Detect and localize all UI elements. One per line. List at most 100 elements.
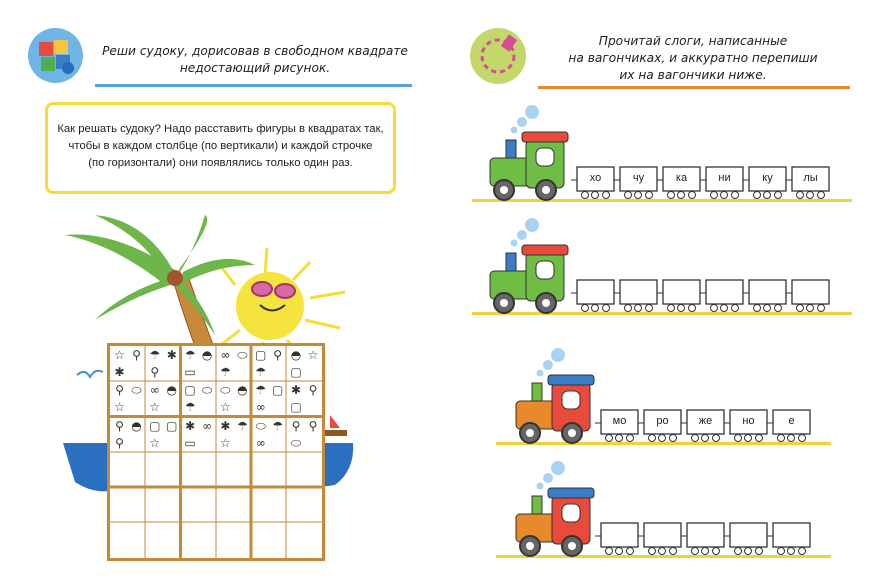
goggles-icon: ∞ — [220, 348, 231, 362]
palm-icon: ✱ — [166, 348, 177, 362]
wagon-syllable: лы — [803, 172, 818, 184]
sudoku-cell: ✱ ⚲ ▢ — [287, 381, 321, 415]
sudoku-cell: ▢ ▢ ☆ — [145, 417, 179, 451]
star-icon: ☆ — [149, 400, 161, 415]
sailboat-icon — [325, 415, 347, 436]
info-line-2: чтобы в каждом столбце (по вертикали) и … — [68, 140, 373, 152]
wagon-syllable: ни — [718, 172, 731, 184]
shell-icon: ◓ — [131, 418, 142, 433]
sudoku-info-box: Как решать судоку? Надо расставить фигур… — [45, 102, 396, 194]
bag-icon: ▢ — [255, 348, 267, 362]
star-icon: ☆ — [114, 348, 125, 362]
umbrella-icon: ☂ — [272, 418, 284, 433]
sandal-icon: ⬭ — [237, 348, 248, 362]
sudoku-cell: ☂ ✱ ⚲ — [145, 346, 179, 380]
sandal-icon: ⬭ — [201, 383, 213, 398]
sudoku-cell: ∞ ◓ ☆ — [145, 381, 179, 415]
sudoku-cell: ✱ ∞ ▭ — [181, 417, 215, 451]
glass-icon: ⚲ — [291, 418, 301, 433]
sudoku-cell: ▢ ⬭ ☂ — [181, 381, 215, 415]
right-title-line-3: их на вагончики ниже. — [619, 68, 767, 82]
glass-icon: ⚲ — [308, 383, 318, 398]
sun-face-icon — [251, 281, 296, 312]
goggles-icon: ∞ — [255, 400, 266, 415]
wagon-syllable: мо — [612, 415, 627, 427]
seagull-icon — [76, 369, 104, 380]
sudoku-cell: ⬭ ☂ ∞ — [251, 417, 285, 451]
glass-icon: ⚲ — [115, 435, 124, 450]
shell-icon: ◓ — [237, 383, 248, 398]
shell-icon: ◓ — [166, 383, 178, 398]
palm-icon: ✱ — [114, 365, 125, 379]
bag-icon: ▢ — [290, 400, 302, 415]
bag-icon: ▢ — [149, 418, 161, 433]
beach-scene — [63, 215, 354, 492]
wagon-syllable: хо — [589, 172, 602, 184]
sandal-icon: ⬭ — [220, 383, 231, 398]
cart-icon: ▭ — [184, 365, 196, 379]
glass-icon: ⚲ — [132, 348, 141, 362]
umbrella-icon: ☂ — [220, 365, 231, 379]
bag-icon: ▢ — [184, 383, 196, 398]
umbrella-icon: ☂ — [184, 348, 196, 362]
sudoku-cell: ▢ ⚲ ☂ — [251, 346, 285, 380]
sudoku-cell: ☆ ⚲ ✱ — [110, 346, 144, 380]
wagon-syllable: ка — [675, 172, 688, 184]
left-title-rule — [95, 84, 412, 87]
sudoku-cell: ⬭ ◓ ☆ — [216, 381, 250, 415]
palm-icon: ✱ — [185, 418, 196, 433]
umbrella-icon: ☂ — [237, 418, 248, 433]
shell-icon: ◓ — [290, 348, 302, 362]
sudoku-grid: ☆⚲✱☂✱⚲☂◓▭∞⬭☂▢⚲☂◓☆▢⚲⬭☆∞◓☆▢⬭☂⬭◓☆☂▢∞✱⚲▢⚲◓⚲▢… — [107, 343, 325, 561]
wagon-syllable: же — [698, 415, 713, 427]
goggles-icon: ∞ — [149, 383, 160, 398]
sandal-icon: ⬭ — [255, 418, 266, 433]
sudoku-cell: ◓ ☆ ▢ — [287, 346, 321, 380]
right-title-rule — [538, 86, 850, 89]
goggles-icon: ∞ — [255, 435, 266, 450]
umbrella-icon: ☂ — [149, 348, 161, 362]
shell-icon: ◓ — [201, 348, 213, 362]
bag-icon: ▢ — [290, 365, 302, 379]
sudoku-cell: ☂ ◓ ▭ — [181, 346, 215, 380]
palm-icon: ✱ — [220, 418, 231, 433]
sudoku-cell: ☂▢∞ — [251, 381, 285, 415]
sudoku-cell: ⚲⚲⬭ — [287, 417, 321, 451]
wagon-syllable: ро — [656, 415, 669, 427]
goggles-icon: ∞ — [202, 418, 213, 433]
glass-icon: ⚲ — [115, 418, 124, 433]
umbrella-icon: ☂ — [184, 400, 196, 415]
left-title-line-2: недостающий рисунок. — [179, 61, 331, 75]
sandal-icon: ⬭ — [131, 383, 142, 398]
right-pencil-icon — [470, 28, 526, 84]
star-icon: ☆ — [220, 400, 231, 415]
glass-icon: ⚲ — [150, 365, 160, 379]
sudoku-cell: ✱ ☂ ☆ — [216, 417, 250, 451]
umbrella-icon: ☂ — [255, 365, 267, 379]
wagon-syllable: но — [742, 415, 755, 427]
wagon-syllable: чу — [632, 172, 645, 184]
cart-icon: ▭ — [184, 435, 196, 450]
info-line-3: (по горизонтали) они появлялись только о… — [88, 157, 353, 169]
bag-icon: ▢ — [272, 383, 284, 398]
left-title-line-1: Реши судоку, дорисовав в свободном квадр… — [102, 44, 408, 58]
glass-icon: ⚲ — [273, 348, 283, 362]
palm-icon: ✱ — [290, 383, 302, 398]
bag-icon: ▢ — [166, 418, 178, 433]
wagon-syllable: е — [788, 415, 795, 427]
right-instruction-title: Прочитай слоги, написанные на вагончиках… — [538, 33, 848, 84]
star-icon: ☆ — [220, 435, 231, 450]
sandal-icon: ⬭ — [290, 435, 302, 450]
glass-icon: ⚲ — [115, 383, 124, 398]
star-icon: ☆ — [307, 348, 319, 362]
sudoku-cell: ⚲ ◓ ⚲ — [110, 417, 144, 451]
right-title-line-2: на вагончиках, и аккуратно перепиши — [568, 51, 818, 65]
left-instruction-title: Реши судоку, дорисовав в свободном квадр… — [95, 43, 415, 77]
star-icon: ☆ — [149, 435, 161, 450]
wagon-syllable: ку — [762, 172, 773, 184]
sudoku-cell: ⚲⬭☆ — [110, 381, 144, 415]
